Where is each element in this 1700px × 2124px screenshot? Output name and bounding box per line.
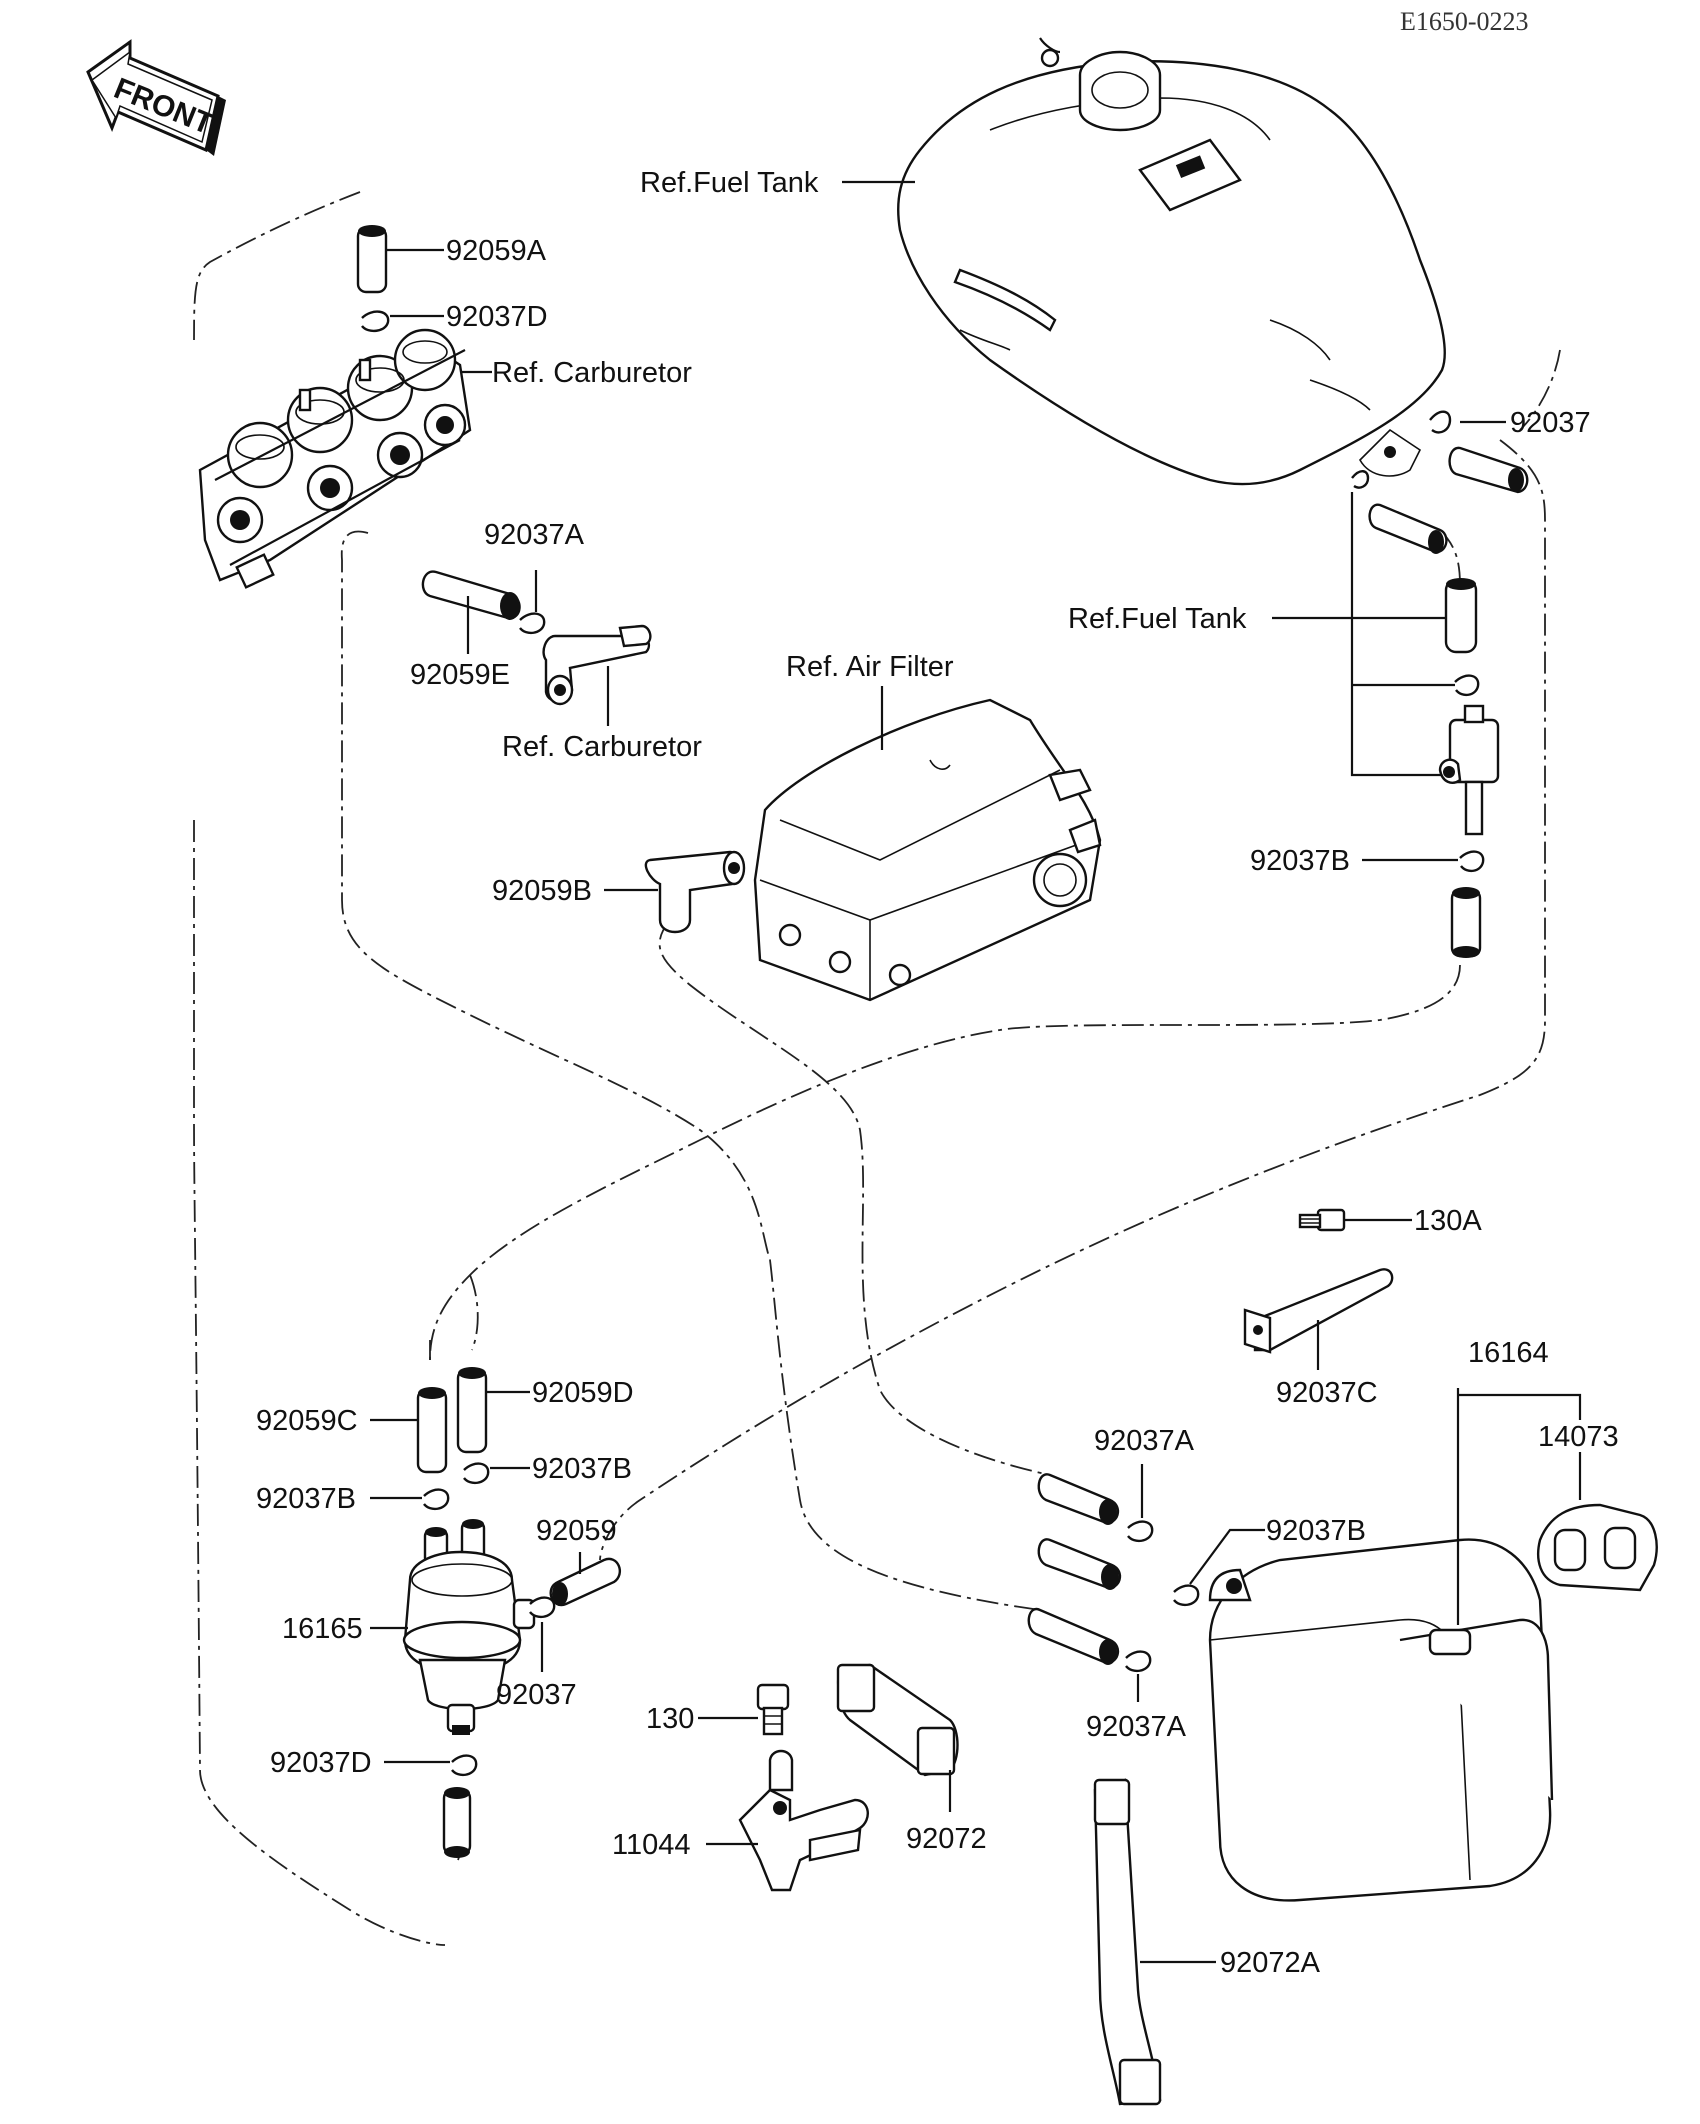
label-92037a-mid: 92037A xyxy=(1094,1425,1195,1457)
clip-92037-pump xyxy=(529,1596,556,1619)
hose-92059d xyxy=(456,1367,488,1454)
label-92037a-top: 92037A xyxy=(484,519,585,551)
label-92059d: 92059D xyxy=(532,1377,634,1409)
label-92037b-right: 92037B xyxy=(1250,845,1350,877)
fuel-pump-16165 xyxy=(402,1519,536,1735)
label-92037c: 92037C xyxy=(1276,1377,1378,1409)
label-92037d-top: 92037D xyxy=(446,301,548,333)
hose-pump-bottom xyxy=(442,1787,472,1858)
air-filter-housing xyxy=(753,698,1102,1002)
label-92072a: 92072A xyxy=(1220,1947,1321,1979)
strap-92072a xyxy=(1093,1778,1162,2106)
label-92037b-canister: 92037B xyxy=(1266,1515,1366,1547)
label-92059c: 92059C xyxy=(256,1405,358,1437)
clip-92037b-right xyxy=(1459,850,1485,873)
clip-92037d-top xyxy=(361,310,390,333)
front-arrow-icon: FRONT xyxy=(86,39,226,156)
label-11044: 11044 xyxy=(612,1829,691,1861)
hose-canister-1 xyxy=(1037,1473,1120,1525)
hose-tank-right xyxy=(1448,446,1529,494)
bracket-11044 xyxy=(738,1749,869,1892)
hose-canister-2 xyxy=(1037,1538,1122,1590)
label-92059e: 92059E xyxy=(410,659,510,691)
label-ref-air-filter: Ref. Air Filter xyxy=(786,651,954,683)
label-ref-fuel-tank-top: Ref.Fuel Tank xyxy=(640,167,819,199)
diagram-code: E1650-0223 xyxy=(1400,7,1529,36)
label-ref-fuel-tank-mid: Ref.Fuel Tank xyxy=(1068,603,1247,635)
hose-tank-mid xyxy=(1368,503,1448,554)
canister-16164 xyxy=(1208,1538,1554,1902)
hose-vertical-right xyxy=(1444,578,1478,654)
label-92037a-bottom: 92037A xyxy=(1086,1711,1187,1743)
label-92037b-left: 92037B xyxy=(256,1483,356,1515)
label-16165: 16165 xyxy=(282,1613,363,1645)
tee-fitting xyxy=(542,624,652,706)
clip-92037b-left2 xyxy=(463,1462,490,1485)
leader-16164-bracket xyxy=(1458,1393,1582,1420)
clip-92037a-bottom xyxy=(1125,1650,1152,1673)
label-ref-carburetor-top: Ref. Carburetor xyxy=(492,357,692,389)
label-92037-pump: 92037 xyxy=(496,1679,577,1711)
label-92037b-left2: 92037B xyxy=(532,1453,632,1485)
label-92059a: 92059A xyxy=(446,235,547,267)
clip-92037b-left xyxy=(423,1488,450,1511)
label-92059: 92059 xyxy=(536,1515,617,1547)
clip-92037a-top xyxy=(519,612,546,635)
leader-bracket-right xyxy=(1350,492,1445,777)
hose-92059b-elbow xyxy=(644,850,746,934)
label-130: 130 xyxy=(646,1703,694,1735)
hose-92059 xyxy=(549,1557,621,1607)
clip-92037a-mid xyxy=(1127,1520,1154,1543)
hose-92059e xyxy=(421,570,521,620)
label-14073: 14073 xyxy=(1538,1421,1619,1453)
bolt-130 xyxy=(756,1683,790,1736)
cap-14073 xyxy=(1537,1503,1658,1592)
label-130a: 130A xyxy=(1414,1205,1482,1237)
hose-92059a xyxy=(356,225,388,294)
strap-92072 xyxy=(836,1663,959,1777)
label-92037d-bottom: 92037D xyxy=(270,1747,372,1779)
bracket-92037c xyxy=(1243,1268,1394,1354)
label-92059b: 92059B xyxy=(492,875,592,907)
fuel-valve xyxy=(1438,704,1500,836)
bolt-130a xyxy=(1298,1208,1346,1232)
fuel-tank xyxy=(897,37,1446,486)
hose-92037b-right xyxy=(1450,887,1482,958)
clip-92037b-canister xyxy=(1173,1584,1200,1607)
label-ref-carburetor-mid: Ref. Carburetor xyxy=(502,731,702,763)
label-92037-tank: 92037 xyxy=(1510,407,1591,439)
clip-92037-tank xyxy=(1351,410,1452,489)
carburetor-assembly xyxy=(198,328,472,589)
leader-92037b-canister xyxy=(1189,1528,1265,1585)
hose-canister-3 xyxy=(1027,1607,1120,1665)
label-92072: 92072 xyxy=(906,1823,987,1855)
label-16164: 16164 xyxy=(1468,1337,1549,1369)
clip-92037d-bottom xyxy=(451,1754,478,1777)
hose-92059c xyxy=(416,1387,448,1474)
clip-valve-top xyxy=(1454,674,1480,697)
